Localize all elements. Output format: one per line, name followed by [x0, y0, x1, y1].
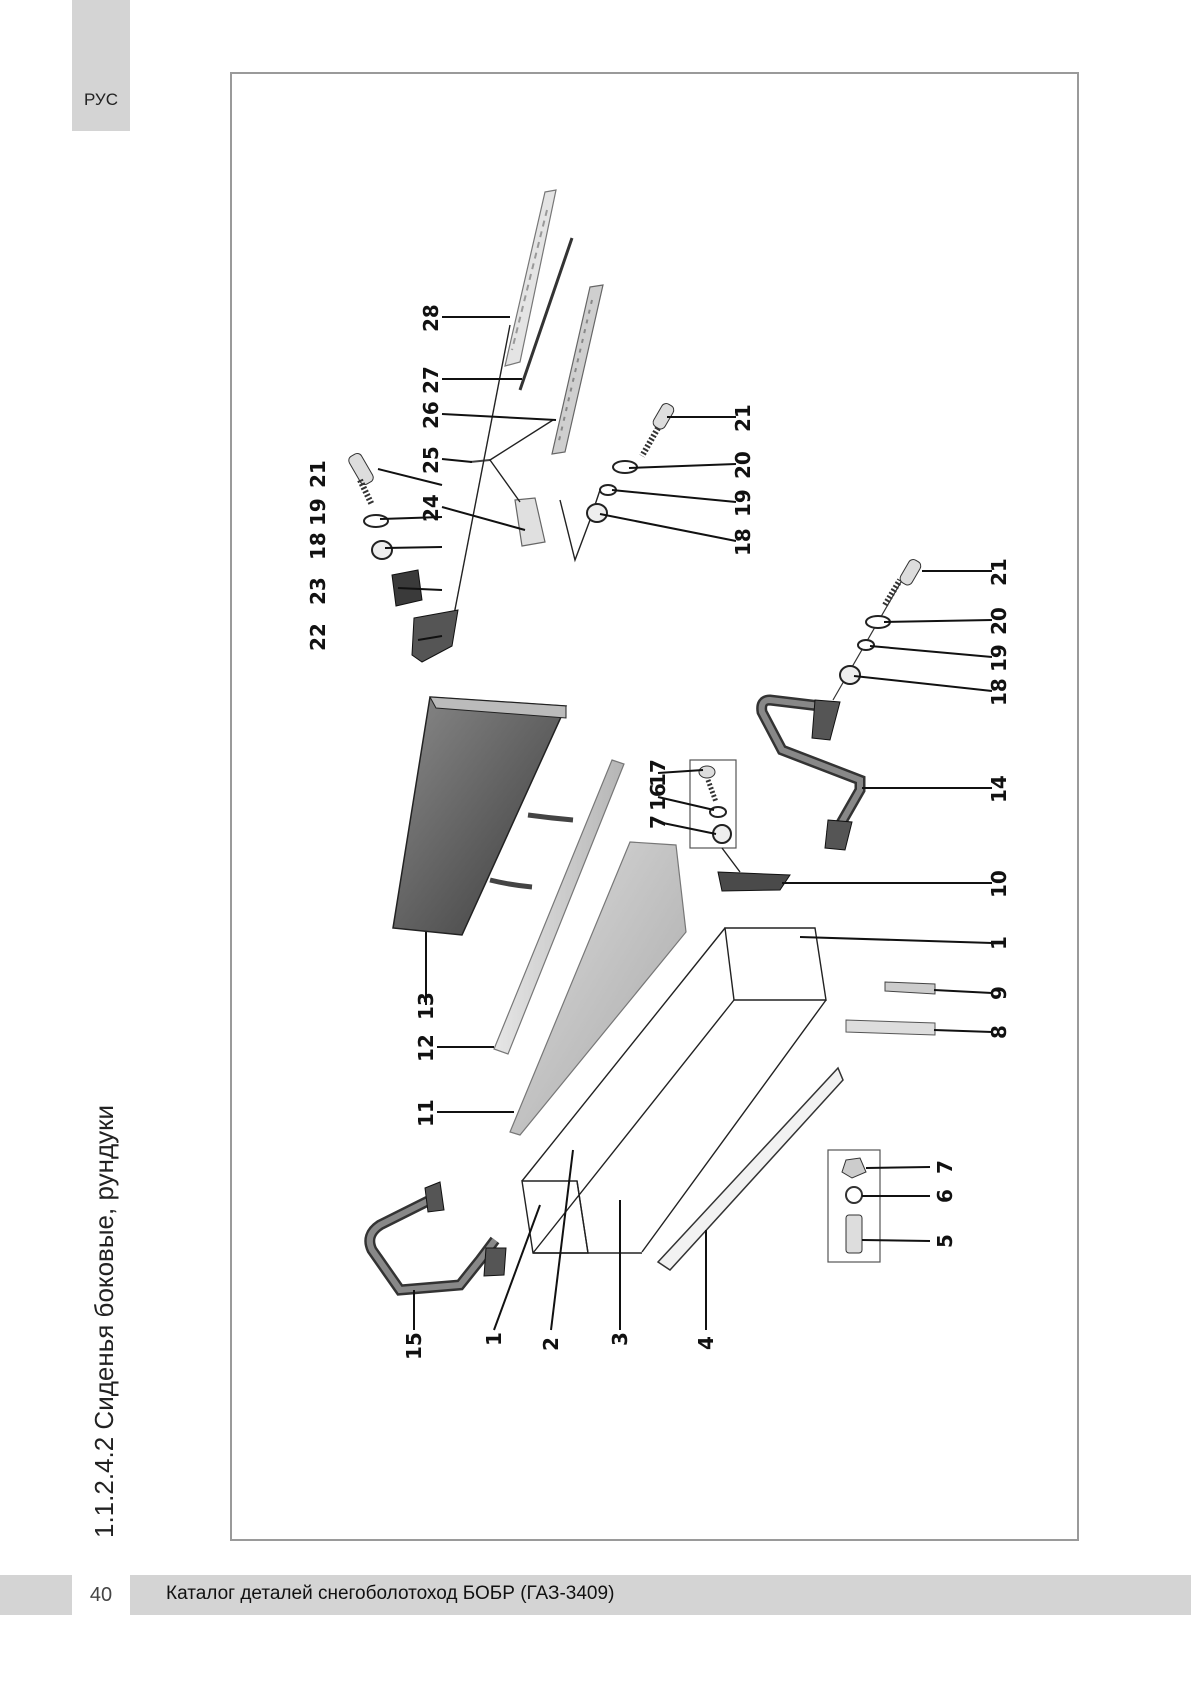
callout-5: 5	[933, 1234, 957, 1248]
callout-8: 8	[987, 1025, 1011, 1039]
part-13-cushion	[392, 696, 574, 936]
page-number: 40	[72, 1575, 130, 1615]
callout-18-right: 18	[987, 678, 1011, 706]
callout-2: 2	[539, 1337, 563, 1351]
callout-18-left: 18	[306, 532, 330, 560]
part-4-angle	[656, 1066, 844, 1271]
assembly-line-1	[489, 419, 554, 503]
callout-12: 12	[414, 1034, 438, 1062]
callout-21-left: 21	[306, 460, 330, 488]
leader-lines	[377, 316, 993, 1331]
callout-17: 17	[646, 759, 670, 787]
callout-numbers: 28 27 26 25 24 21 19 18 23 22 21 20 19 1…	[306, 304, 1011, 1360]
callout-3: 3	[608, 1332, 632, 1346]
part-11-lid	[509, 841, 687, 1136]
callout-4: 4	[694, 1336, 718, 1350]
callout-16: 16	[646, 783, 670, 811]
part-25-pin	[469, 459, 491, 463]
callout-24: 24	[419, 494, 443, 522]
callout-27: 27	[419, 366, 443, 394]
language-label: РУС	[83, 90, 119, 109]
part-28-plate	[504, 189, 557, 367]
callout-6: 6	[933, 1189, 957, 1203]
callout-1-bottom: 1	[482, 1332, 506, 1346]
part-14-handle	[756, 559, 922, 851]
callout-20-upper: 20	[731, 451, 755, 479]
parts-box-5-6-7	[827, 1149, 881, 1263]
callout-26: 26	[419, 401, 443, 429]
part-9-bar	[884, 981, 936, 995]
catalog-title: Каталог деталей снегоболотоход БОБР (ГАЗ…	[166, 1583, 615, 1604]
callout-20-right: 20	[987, 607, 1011, 635]
part-10-bracket	[717, 871, 791, 892]
language-tab: РУС	[72, 0, 130, 131]
upper-right-fastener-stack	[586, 403, 675, 523]
assembly-line-2	[559, 489, 601, 563]
callout-25: 25	[419, 446, 443, 474]
callout-13: 13	[414, 992, 438, 1020]
callout-19-left: 19	[306, 498, 330, 526]
callout-23: 23	[306, 577, 330, 605]
callout-9: 9	[987, 986, 1011, 1000]
parts-5-6-7	[841, 1157, 867, 1254]
callout-14: 14	[987, 775, 1011, 803]
assembly-line-4	[721, 847, 741, 873]
diagram-frame	[230, 72, 1079, 1541]
part-27-strip	[518, 237, 574, 391]
part-1-box	[521, 927, 827, 1254]
callout-21-right: 21	[987, 558, 1011, 586]
callout-15: 15	[402, 1332, 426, 1360]
part-8-bar	[845, 1019, 936, 1036]
callout-7-top: 7	[646, 815, 670, 829]
part-12-plank	[493, 759, 625, 1055]
callout-11: 11	[414, 1099, 438, 1127]
callout-10: 10	[987, 870, 1011, 898]
callout-19-upper: 19	[731, 489, 755, 517]
callout-18-upper: 18	[731, 528, 755, 556]
left-fastener-stack	[348, 452, 459, 663]
callout-28: 28	[419, 304, 443, 332]
callout-22: 22	[306, 623, 330, 651]
callout-21-upper: 21	[731, 404, 755, 432]
callout-1-right: 1	[987, 936, 1011, 950]
part-24-bracket	[514, 497, 546, 547]
callout-19-right: 19	[987, 644, 1011, 672]
part-15-handle	[364, 1181, 507, 1296]
callout-7-bottom: 7	[933, 1160, 957, 1174]
assembly-line-3	[451, 324, 511, 626]
footer-bar	[0, 1575, 1191, 1615]
part-26-rail	[551, 284, 604, 455]
